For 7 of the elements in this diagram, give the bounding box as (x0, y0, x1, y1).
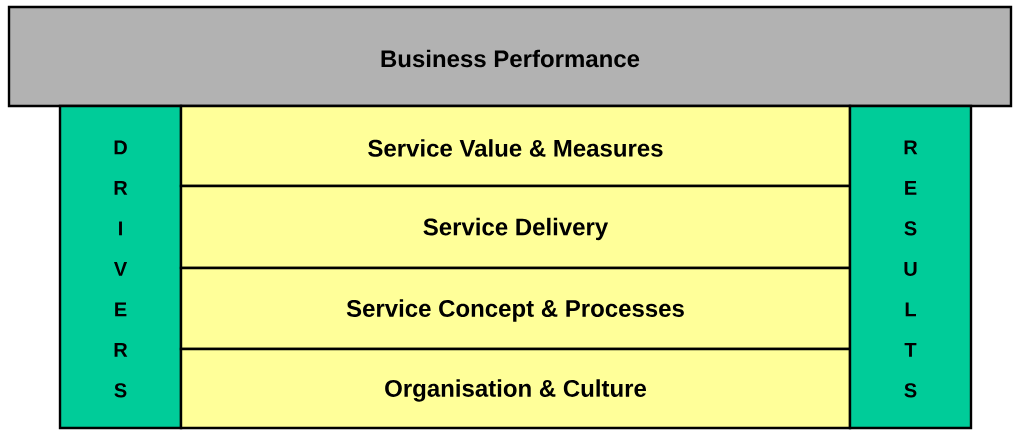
column-box: DRIVERS (58, 104, 183, 430)
banner-box: Business Performance (7, 5, 1013, 108)
layer-box: Service Delivery (179, 184, 852, 270)
layer-box: Service Concept & Processes (179, 266, 852, 351)
column-box: RESULTS (848, 104, 973, 430)
layer-box: Organisation & Culture (179, 347, 852, 430)
layer-box: Service Value & Measures (179, 104, 852, 188)
